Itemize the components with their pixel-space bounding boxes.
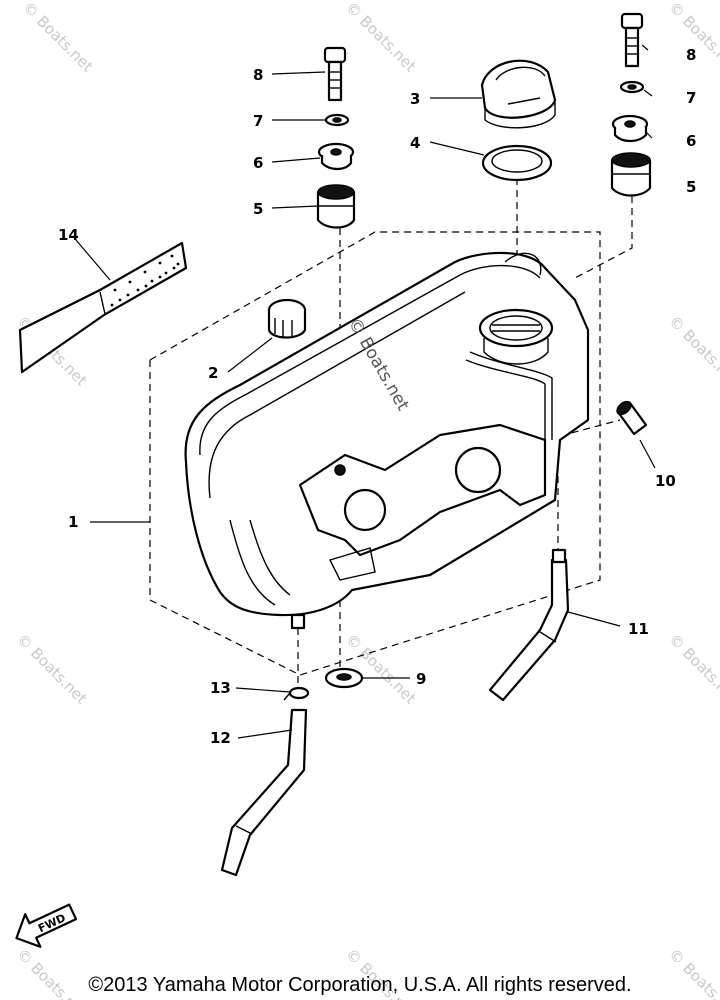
part-9-washer	[324, 667, 364, 689]
callout-9: 9	[416, 670, 426, 688]
callout-12: 12	[210, 729, 231, 747]
part-2-plug	[267, 298, 307, 339]
callout-numbers: 8 7 6 5 3 4 8 7 6 5 14 2 1 10 11 9 13 12	[58, 46, 696, 747]
assembly-dashed-outline	[149, 231, 601, 676]
part-4-gasket	[481, 144, 553, 182]
watermark: © Boats.net	[342, 630, 420, 708]
leader-lines	[75, 44, 656, 739]
right-mount-stack	[610, 12, 652, 197]
part-10-bushing	[616, 400, 648, 436]
part-14-pad	[18, 241, 188, 374]
callout-3: 3	[410, 90, 420, 108]
callout-8-right: 8	[686, 46, 696, 64]
callout-5-left: 5	[253, 200, 263, 218]
fuel-tank	[184, 251, 590, 630]
callout-4: 4	[410, 134, 420, 152]
watermark: © Boats.net	[665, 630, 720, 708]
callout-11: 11	[628, 620, 649, 638]
callout-14: 14	[58, 226, 79, 244]
callout-8-left: 8	[253, 66, 263, 84]
callout-6-left: 6	[253, 154, 263, 172]
callout-7-right: 7	[686, 89, 696, 107]
watermark: © Boats.net	[665, 0, 720, 76]
callout-6-right: 6	[686, 132, 696, 150]
callout-7-left: 7	[253, 112, 263, 130]
part-12-hose	[220, 708, 308, 877]
watermark: © Boats.net	[19, 0, 97, 76]
watermark: © Boats.net	[342, 0, 420, 76]
left-mount-stack	[316, 46, 356, 229]
watermark: © Boats.net	[665, 312, 720, 390]
callout-1: 1	[68, 513, 78, 531]
part-13-clip	[283, 686, 310, 701]
fwd-arrow-icon: FWD	[15, 903, 78, 948]
watermark: © Boats.net	[13, 630, 91, 708]
callout-13: 13	[210, 679, 231, 697]
copyright-notice: ©2013 Yamaha Motor Corporation, U.S.A. A…	[88, 974, 632, 996]
callout-10: 10	[655, 472, 676, 490]
callout-5-right: 5	[686, 178, 696, 196]
part-3-filler-cap	[480, 59, 557, 129]
part-11-hose	[488, 548, 570, 702]
callout-2: 2	[208, 364, 218, 382]
